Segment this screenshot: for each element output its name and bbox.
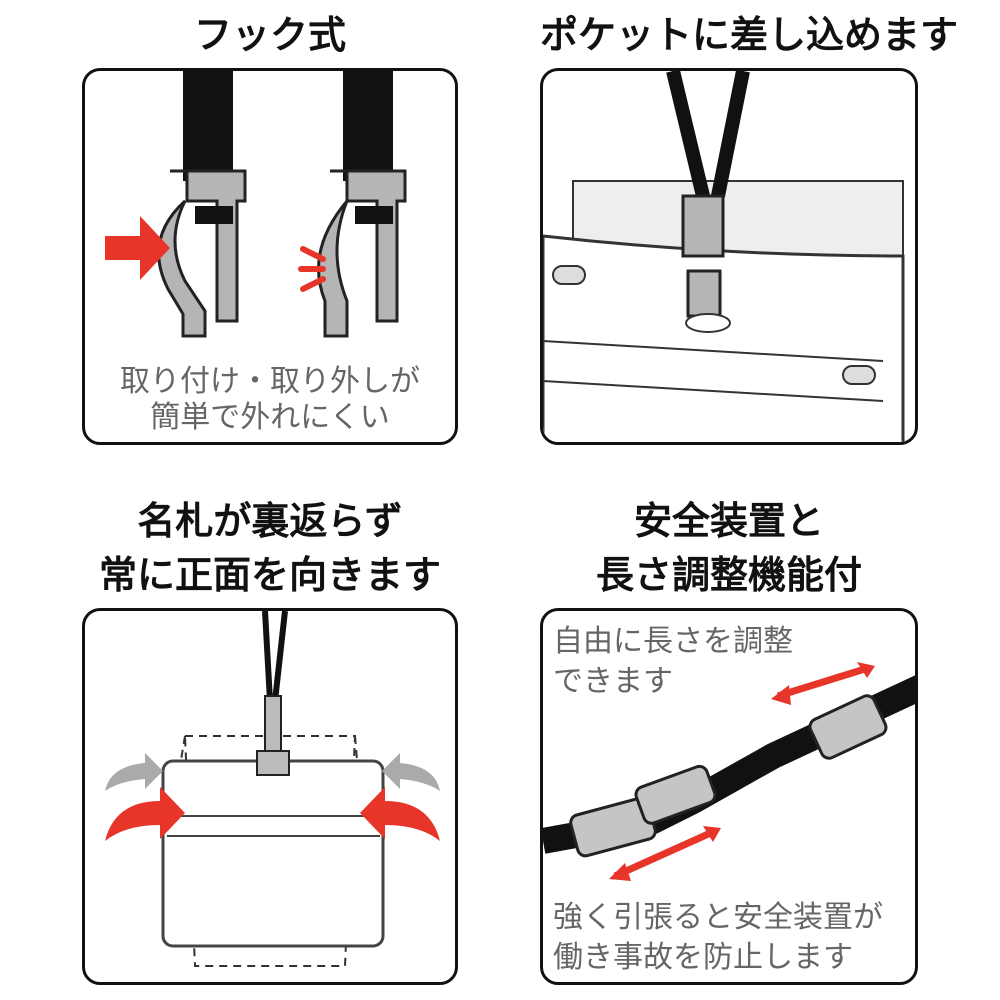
safety-title-line2: 長さ調整機能付 (595, 553, 862, 597)
safety-title-line1: 安全装置と (633, 499, 824, 543)
hook-type-panel: 取り付け・取り外しが 簡単で外れにくい (82, 68, 458, 445)
strap-adjuster-illustration (543, 662, 915, 881)
rotate-arrow-icon (360, 787, 440, 841)
front-facing-title-line2: 常に正面を向きます (98, 553, 441, 597)
hook-caption-line2: 簡単で外れにくい (150, 400, 390, 435)
hook-caption-line1: 取り付け・取り外しが (120, 364, 420, 399)
safety-caption-line2: 働き事故を防止します (553, 940, 853, 975)
arrow-icon (105, 216, 170, 280)
safety-panel: 自由に長さを調整 できます 強く引張ると安全装置が 働き事故を防止します (540, 608, 918, 985)
length-caption-line1: 自由に長さを調整 (553, 624, 793, 659)
front-facing-title-line1: 名札が裏返らず (137, 499, 403, 543)
pocket-illustration (543, 71, 905, 442)
hook-type-title: フック式 (193, 13, 346, 57)
click-burst-icon (298, 246, 326, 292)
pocket-title: ポケットに差し込めます (540, 13, 959, 57)
name-tag-illustration (105, 611, 440, 967)
front-facing-panel (82, 608, 458, 985)
safety-caption-line1: 強く引張ると安全装置が (553, 900, 883, 935)
hook-illustration (105, 71, 407, 338)
pocket-panel (540, 68, 918, 445)
length-caption-line2: できます (553, 664, 673, 699)
rotate-arrow-icon (105, 787, 185, 841)
double-arrow-icon (771, 662, 875, 705)
